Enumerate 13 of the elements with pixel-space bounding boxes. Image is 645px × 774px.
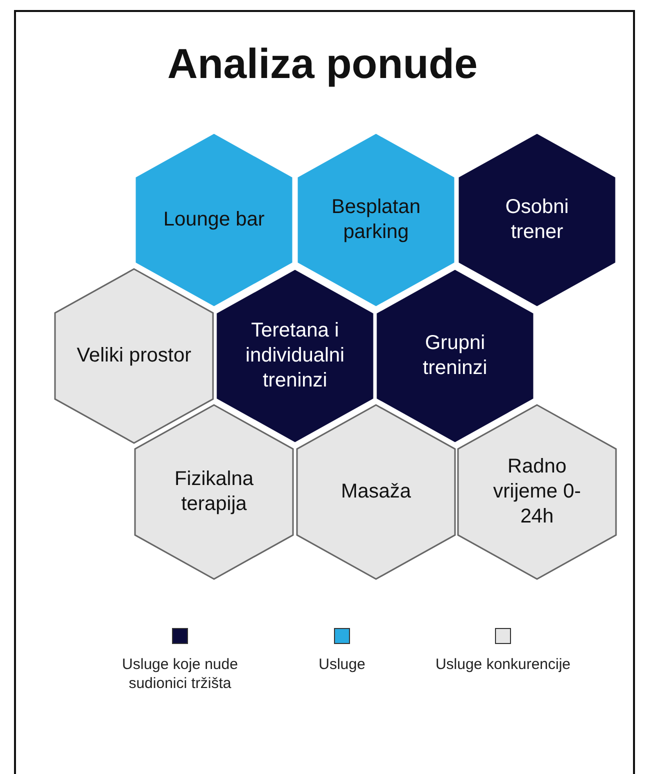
hexagon-label: Radno vrijeme 0-24h xyxy=(492,454,582,530)
hexagon-label: Besplatan parking xyxy=(330,195,422,245)
hexagon-label: Masaža xyxy=(340,480,412,504)
hexagon-label: Grupni treninzi xyxy=(422,331,488,381)
hexagon-label: Fizikalna terapija xyxy=(174,467,254,517)
title: Analiza ponude xyxy=(166,40,479,88)
legend-label: Usluge konkurencije xyxy=(434,656,572,675)
hexagon-label: Teretana i individualni treninzi xyxy=(244,318,346,394)
hexagon-label: Lounge bar xyxy=(162,208,266,232)
legend-label: Usluge xyxy=(318,656,366,675)
legend-label: Usluge koje nude sudionici tržišta xyxy=(121,656,239,694)
hexagon-label: Osobni trener xyxy=(504,195,570,245)
hexagon-label: Veliki prostor xyxy=(76,344,192,368)
